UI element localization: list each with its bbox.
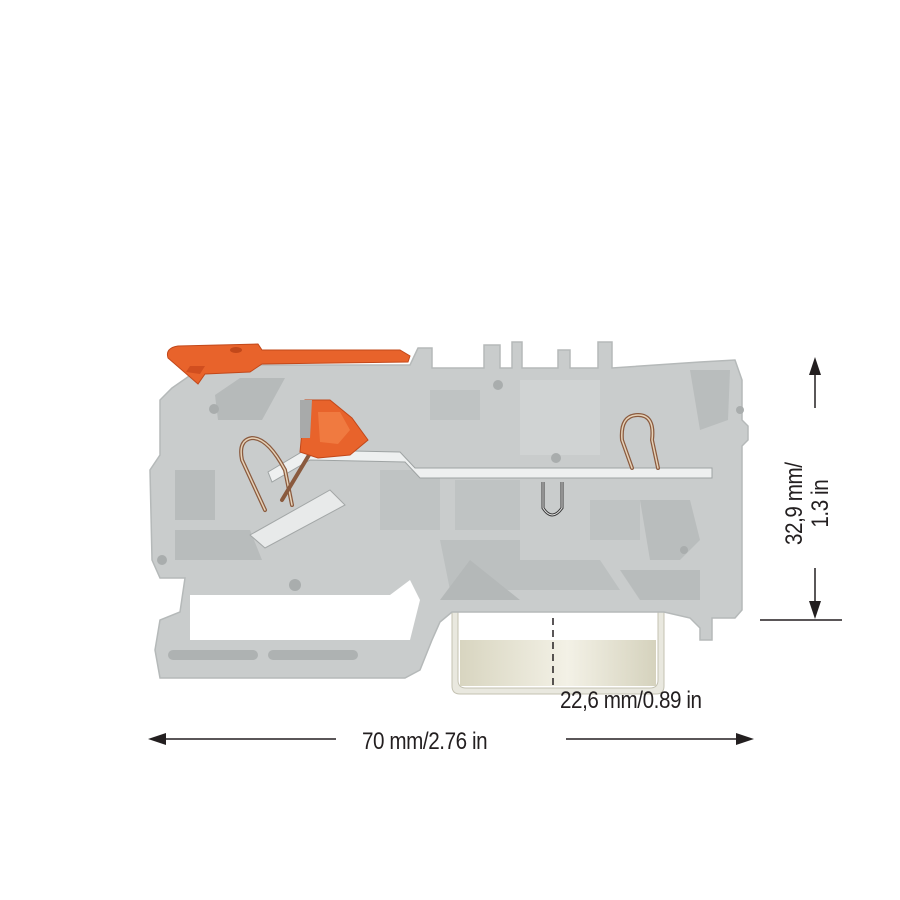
height-dimension-line2: 1.3 in xyxy=(807,479,834,528)
center-spring xyxy=(541,482,564,517)
clamp-spring-right xyxy=(619,412,660,470)
orange-actuator xyxy=(299,399,369,459)
busbar xyxy=(249,449,713,549)
height-dimension-line1: 32,9 mm/ xyxy=(781,462,808,545)
din-rail xyxy=(451,609,665,695)
terminal-housing xyxy=(149,341,749,679)
height-dimension-label: 32,9 mm/ 1.3 in xyxy=(781,462,834,545)
orange-lever xyxy=(167,343,411,385)
dimension-lines xyxy=(148,357,842,745)
width-dimension-label: 70 mm/2.76 in xyxy=(362,728,488,755)
rail-dimension-label: 22,6 mm/0.89 in xyxy=(560,687,702,714)
